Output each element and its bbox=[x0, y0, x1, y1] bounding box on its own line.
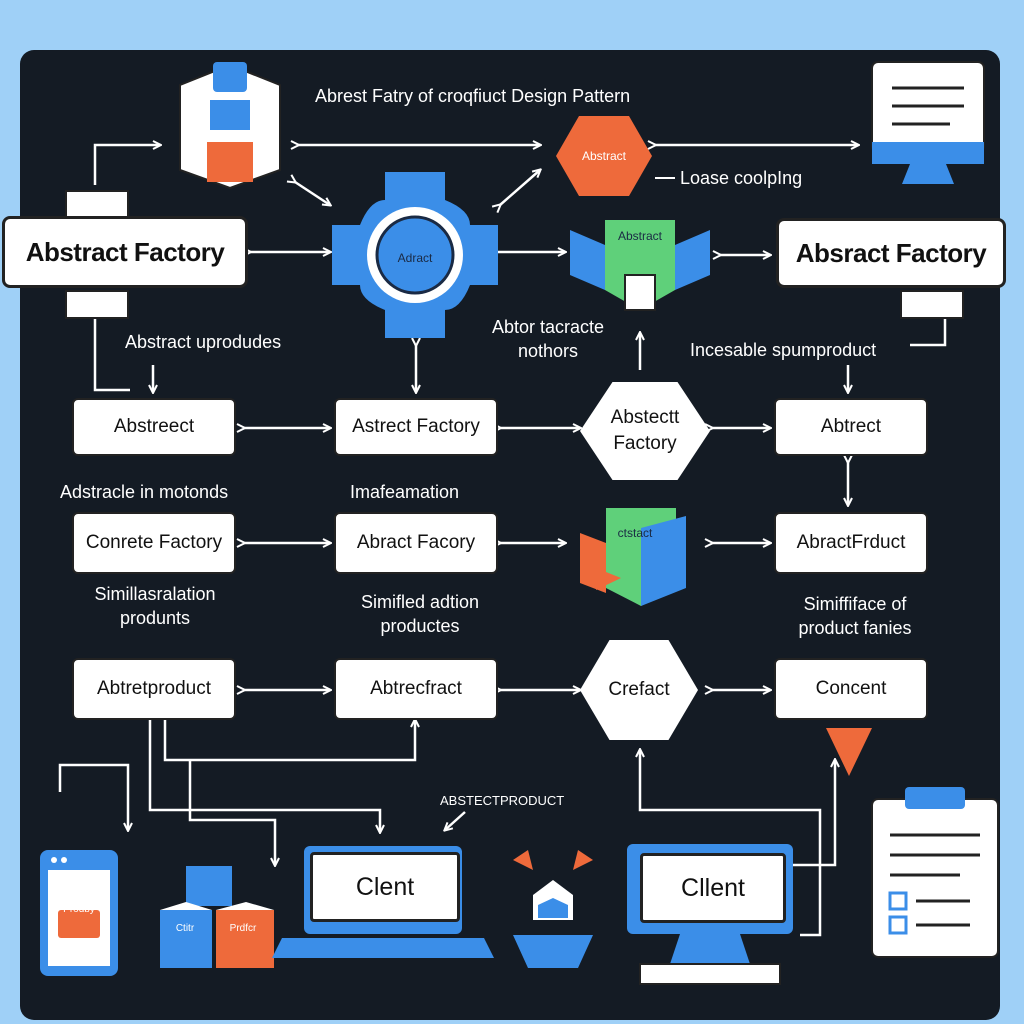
abstract-hexagon-icon bbox=[554, 114, 654, 198]
box-conrete-factory: Conrete Factory bbox=[72, 512, 236, 574]
arrow-loop-d bbox=[640, 750, 822, 937]
client-screen-laptop: Clent bbox=[310, 852, 460, 922]
label-adstracle: Adstracle in motonds bbox=[60, 482, 229, 502]
abstract-factory-left: Abstract Factory bbox=[2, 216, 248, 288]
tab-decor bbox=[900, 290, 964, 319]
abstract-factory-right: Absract Factory bbox=[776, 218, 1006, 288]
label-abstectproduct: ABSTECTPRODUCT bbox=[440, 793, 565, 808]
box-abract-facory: Abract Facory bbox=[334, 512, 498, 574]
diagram-title: Abrest Fatry of croqfiuct Design Pattern bbox=[315, 86, 631, 106]
label-simififace: Simiffiface of product fanies bbox=[798, 594, 912, 639]
hexagon-label: Abstract bbox=[581, 149, 626, 163]
cube-tag-b: Prdfcr bbox=[229, 923, 257, 934]
arrow-tiny bbox=[445, 811, 466, 830]
arrow-diag-right bbox=[500, 170, 540, 205]
arrow-loop-a bbox=[148, 720, 380, 832]
database-stack-icon bbox=[175, 60, 285, 190]
gear-icon bbox=[330, 170, 500, 340]
arrow-loop-b bbox=[163, 720, 415, 762]
orange-down-arrow-icon bbox=[826, 728, 872, 778]
box-astrect-factory: Astrect Factory bbox=[334, 398, 498, 456]
tab-decor bbox=[65, 290, 129, 319]
label-imafeamation: Imafeamation bbox=[350, 482, 460, 502]
client-screen-desktop: Cllent bbox=[640, 853, 786, 923]
arrow-loop-c bbox=[188, 760, 275, 865]
box-concent: Concent bbox=[774, 658, 928, 720]
clipboard-icon bbox=[870, 785, 1000, 960]
label-abtor-methods: Abtor tacracte nothors bbox=[491, 317, 605, 362]
label-abstract-uproduces: Abstract uprodudes bbox=[125, 332, 282, 352]
arrow-left-loop bbox=[58, 763, 128, 830]
prism-icon bbox=[565, 210, 715, 320]
cubes-icon bbox=[158, 862, 278, 972]
box-abractfrduct: AbractFrduct bbox=[774, 512, 928, 574]
monitor-icon bbox=[870, 60, 986, 190]
phone-tag: Prodby bbox=[63, 904, 95, 915]
arrow-left-top bbox=[93, 145, 160, 185]
box-abtretproduct: Abtretproduct bbox=[72, 658, 236, 720]
phone-icon bbox=[38, 848, 120, 978]
cube-tag-a: Ctitr bbox=[175, 923, 195, 934]
arrow-loop-e bbox=[790, 760, 835, 867]
gear-label: Adract bbox=[397, 251, 433, 265]
package-icon bbox=[508, 850, 598, 970]
tab-decor bbox=[65, 190, 129, 219]
box-abstreect: Abstreect bbox=[72, 398, 236, 456]
cube-icon bbox=[576, 498, 706, 608]
loose-coupling-label: Loase coolpIng bbox=[680, 168, 803, 188]
hex-crefact: Crefact bbox=[580, 640, 698, 740]
prism-label: Abstract bbox=[617, 229, 662, 243]
bracket-left bbox=[93, 295, 130, 392]
box-abtrecfract: Abtrecfract bbox=[334, 658, 498, 720]
box-abtrect: Abtrect bbox=[774, 398, 928, 456]
label-similaralation: Simillasralation produnts bbox=[94, 584, 216, 629]
label-simified-adtion: Simifled adtion productes bbox=[360, 592, 480, 637]
label-incesable: Incesable spumproduct bbox=[690, 340, 877, 360]
cube-label: ctstact bbox=[617, 526, 653, 540]
arrow-diag-left bbox=[295, 182, 330, 205]
hex-abstectt-factory: Abstectt Factory bbox=[580, 382, 710, 480]
